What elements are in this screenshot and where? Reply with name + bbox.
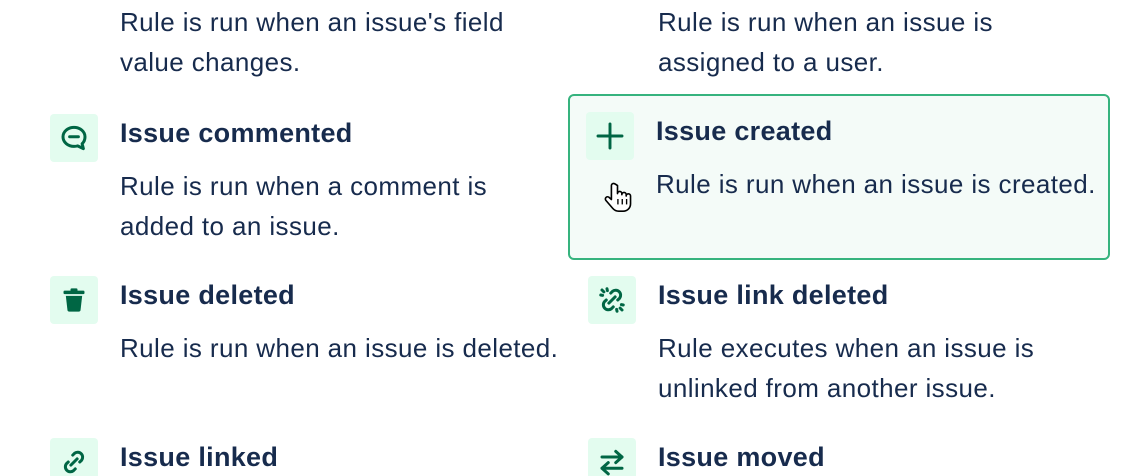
trash-icon	[50, 276, 98, 324]
trigger-card-issue-link-deleted[interactable]: Issue link deleted Rule executes when an…	[570, 258, 1112, 422]
trigger-description: Rule is run when an issue's field value …	[120, 7, 504, 77]
trigger-title: Issue linked	[120, 442, 279, 472]
trigger-description: Rule is run when an issue is deleted.	[120, 333, 559, 363]
link-icon	[50, 438, 98, 476]
trigger-title: Issue commented	[120, 118, 353, 148]
hand-pointer-cursor-icon	[604, 182, 632, 213]
trigger-description: Rule is run when a comment is added to a…	[120, 171, 488, 241]
trigger-title: Issue created	[656, 116, 833, 146]
trigger-title: Issue link deleted	[658, 280, 889, 310]
trigger-card-issue-assigned[interactable]: Rule is run when an issue is assigned to…	[570, 0, 1112, 80]
trigger-card-issue-moved[interactable]: Issue moved	[570, 420, 1112, 476]
trigger-card-issue-commented[interactable]: Issue commented Rule is run when a comme…	[32, 96, 574, 260]
trigger-title: Issue moved	[658, 442, 825, 472]
trigger-card-field-value-changed[interactable]: Rule is run when an issue's field value …	[32, 0, 574, 80]
trigger-description: Rule is run when an issue is created.	[656, 169, 1096, 199]
trigger-card-issue-linked[interactable]: Issue linked	[32, 420, 574, 476]
trigger-card-issue-deleted[interactable]: Issue deleted Rule is run when an issue …	[32, 258, 574, 422]
comment-icon	[50, 114, 98, 162]
trigger-card-issue-created[interactable]: Issue created Rule is run when an issue …	[568, 94, 1110, 260]
trigger-description: Rule executes when an issue is unlinked …	[658, 333, 1035, 403]
arrows-swap-icon	[588, 438, 636, 476]
trigger-description: Rule is run when an issue is assigned to…	[658, 7, 993, 77]
plus-icon	[586, 112, 634, 160]
trigger-title: Issue deleted	[120, 280, 295, 310]
unlink-icon	[588, 276, 636, 324]
